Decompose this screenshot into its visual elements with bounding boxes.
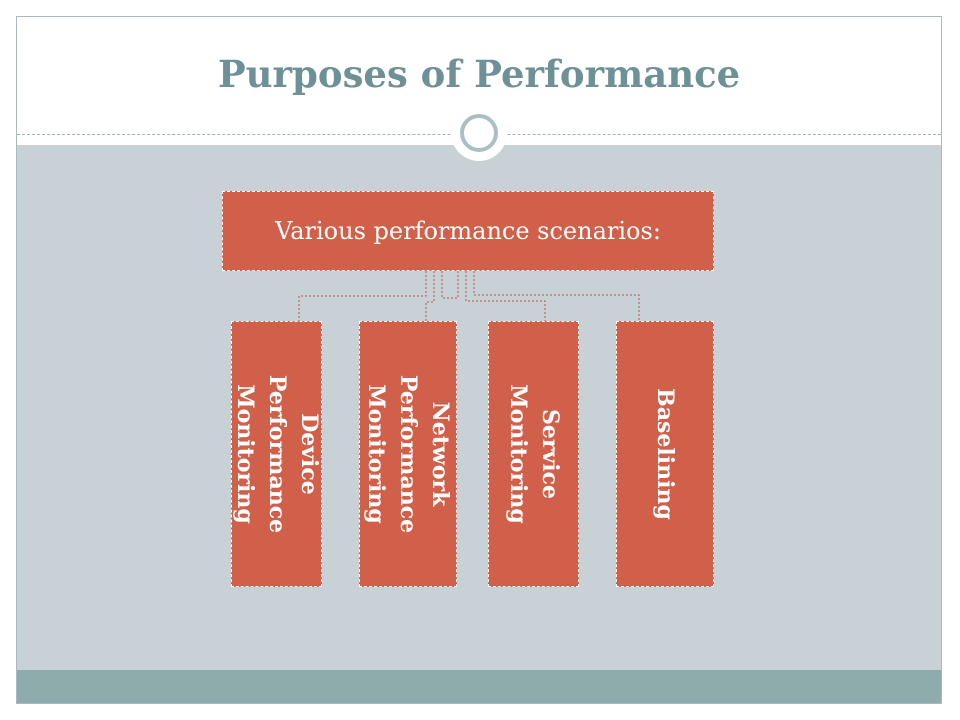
node-baselining: Baselining: [616, 321, 714, 587]
connector-device: [298, 271, 427, 321]
connector-baselining: [473, 271, 640, 321]
node-label: Network Performance Monitoring: [363, 374, 453, 534]
connector-network: [425, 271, 435, 321]
connector-trunk: [441, 271, 459, 299]
footer-band: [17, 670, 941, 703]
node-service-monitoring: Service Monitoring: [488, 321, 579, 587]
node-label: Device Performance Monitoring: [231, 374, 322, 534]
node-label: Baselining: [652, 388, 678, 520]
circle-ornament-ring: [460, 114, 498, 152]
node-network-performance-monitoring: Network Performance Monitoring: [359, 321, 457, 587]
node-label: Service Monitoring: [504, 384, 563, 524]
connector-service: [465, 271, 546, 321]
root-node-label: Various performance scenarios:: [275, 217, 661, 245]
slide-title: Purposes of Performance: [217, 52, 741, 96]
root-node: Various performance scenarios:: [222, 191, 714, 271]
node-device-performance-monitoring: Device Performance Monitoring: [231, 321, 322, 587]
